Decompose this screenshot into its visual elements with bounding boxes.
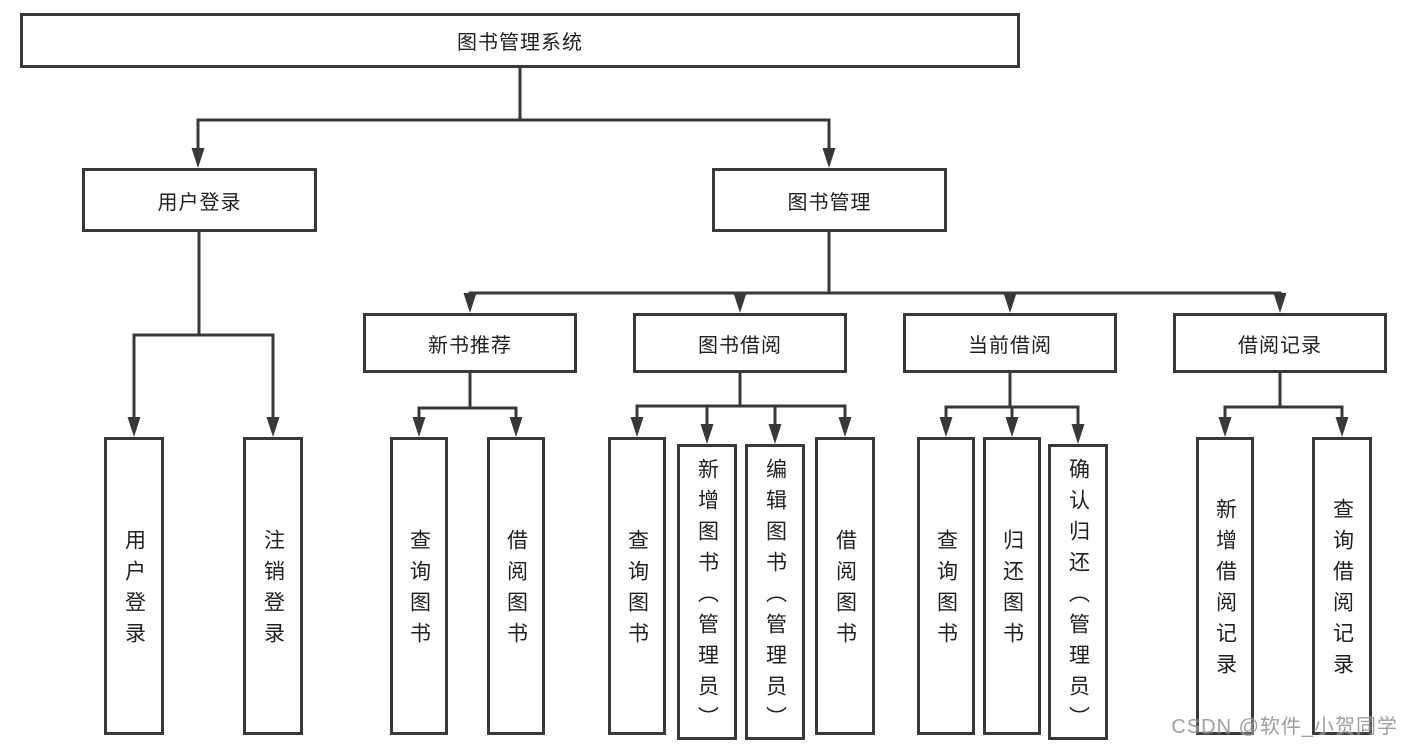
arrow-down-icon — [127, 417, 141, 437]
connector-current-borrow-children — [939, 373, 1085, 444]
node-root-library-system: 图书管理系统 — [20, 13, 1020, 68]
leaf-borrow-books-recommend: 借阅图书 — [487, 437, 545, 735]
connector-book-borrow-children — [630, 373, 852, 444]
node-current-borrow: 当前借阅 — [903, 313, 1117, 373]
node-book-borrow: 图书借阅 — [633, 313, 847, 373]
arrow-down-icon — [700, 424, 714, 444]
arrow-down-icon — [463, 293, 477, 313]
node-user-login: 用户登录 — [82, 168, 317, 232]
node-book-management: 图书管理 — [712, 168, 947, 232]
arrow-down-icon — [509, 417, 523, 437]
arrow-down-icon — [1273, 293, 1287, 313]
arrow-down-icon — [630, 417, 644, 437]
leaf-query-books-current: 查询图书 — [917, 437, 975, 735]
arrow-down-icon — [412, 417, 426, 437]
arrow-down-icon — [191, 148, 205, 168]
arrow-down-icon — [266, 417, 280, 437]
arrow-down-icon — [1218, 417, 1232, 437]
leaf-borrow-books: 借阅图书 — [815, 437, 875, 735]
leaf-query-books-borrow: 查询图书 — [608, 437, 666, 735]
csdn-watermark: CSDN @软件_小贺同学 — [1171, 716, 1398, 738]
arrow-down-icon — [822, 148, 836, 168]
connector-user-login-children — [127, 232, 280, 437]
arrow-down-icon — [1003, 293, 1017, 313]
arrow-down-icon — [768, 424, 782, 444]
arrow-down-icon — [1335, 417, 1349, 437]
leaf-add-books-admin: 新增图书︵管理员︶ — [677, 444, 737, 740]
node-borrow-record: 借阅记录 — [1173, 313, 1387, 373]
leaf-add-borrow-record: 新增借阅记录 — [1196, 437, 1254, 735]
leaf-edit-books-admin: 编辑图书︵管理员︶ — [745, 444, 805, 740]
leaf-return-books: 归还图书 — [983, 437, 1041, 735]
connector-borrow-record-children — [1218, 373, 1349, 437]
leaf-logout: 注销登录 — [243, 437, 303, 735]
leaf-user-login: 用户登录 — [104, 437, 164, 735]
arrow-down-icon — [838, 417, 852, 437]
node-new-book-recommend: 新书推荐 — [363, 313, 577, 373]
connector-new-book-children — [412, 373, 523, 437]
arrow-down-icon — [939, 417, 953, 437]
leaf-confirm-return-admin: 确认归还︵管理员︶ — [1048, 444, 1108, 740]
arrow-down-icon — [1005, 417, 1019, 437]
arrow-down-icon — [733, 293, 747, 313]
connector-book-mgmt-children — [463, 232, 1287, 313]
arrow-down-icon — [1071, 424, 1085, 444]
leaf-query-borrow-record: 查询借阅记录 — [1312, 437, 1372, 735]
leaf-query-books-recommend: 查询图书 — [390, 437, 448, 735]
connector-root-to-level2 — [191, 68, 836, 168]
